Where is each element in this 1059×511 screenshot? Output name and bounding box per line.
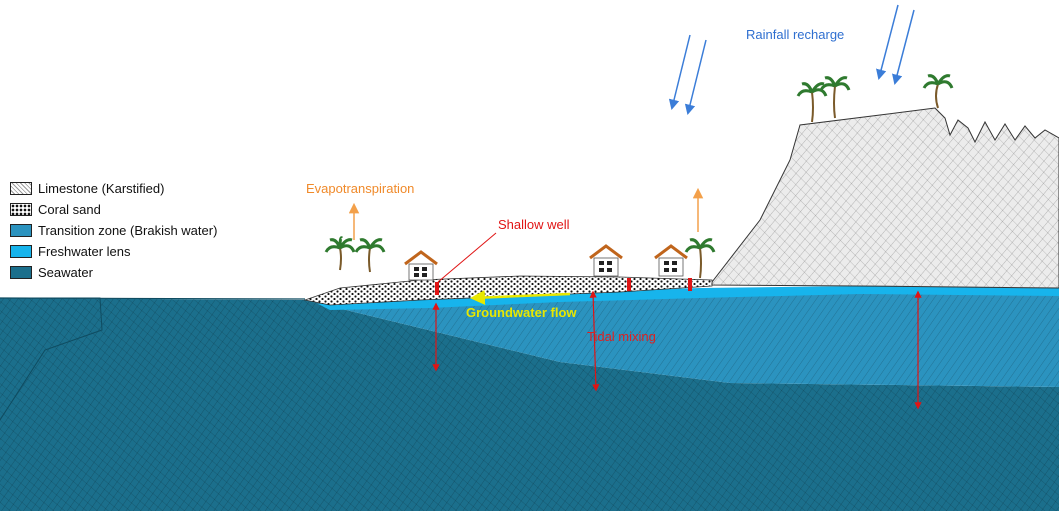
legend-label: Seawater: [38, 265, 93, 280]
rain-arrow: [668, 34, 691, 111]
tidal-mixing-label: Tidal mixing: [587, 329, 656, 344]
coral-sand-swatch: [10, 203, 32, 216]
transition-zone-region: [305, 288, 1059, 387]
transition-zone-swatch: [10, 224, 32, 237]
legend-item-transition-zone: Transition zone (Brakish water): [10, 220, 250, 241]
palm-tree-icon: [819, 76, 851, 119]
legend-label: Coral sand: [38, 202, 101, 217]
groundwater-flow-arrow: [470, 290, 571, 305]
sea-surface-line: [0, 297, 306, 300]
rain-arrow: [684, 39, 707, 116]
shallow-well-marker: [435, 282, 439, 295]
palm-tree-icon: [796, 82, 828, 123]
freshwater-lens-swatch: [10, 245, 32, 258]
legend-item-freshwater-lens: Freshwater lens: [10, 241, 250, 262]
legend-item-limestone: Limestone (Karstified): [10, 178, 250, 199]
shallow-well-marker: [688, 278, 692, 291]
shallow-well-marker: [627, 278, 631, 291]
house-icon: [654, 244, 688, 277]
house-icon: [404, 250, 438, 281]
rain-arrow: [876, 4, 899, 81]
palm-tree-icon: [324, 236, 356, 271]
limestone-swatch: [10, 182, 32, 195]
limestone-region: [711, 107, 1059, 289]
evapotranspiration-arrows: [348, 187, 704, 240]
palm-tree-icon: [922, 74, 954, 109]
shallow-well-markers: [435, 278, 692, 295]
evapotranspiration-label: Evapotranspiration: [306, 181, 415, 196]
rain-arrow: [892, 9, 915, 86]
palm-tree-icon: [354, 238, 386, 273]
tidal-arrow: [589, 290, 600, 392]
shallow-well-pointer: [437, 232, 497, 283]
seawater-swatch: [10, 266, 32, 279]
legend: Limestone (Karstified) Coral sand Transi…: [10, 178, 250, 283]
rainfall-arrows: [668, 4, 915, 116]
groundwater-flow-label: Groundwater flow: [466, 305, 577, 320]
tidal-mixing-arrows: [432, 290, 922, 410]
legend-label: Limestone (Karstified): [38, 181, 165, 196]
house-icon: [589, 244, 623, 277]
legend-item-coral-sand: Coral sand: [10, 199, 250, 220]
palm-tree-icon: [684, 238, 716, 279]
shallow-well-label: Shallow well: [498, 217, 570, 232]
rainfall-recharge-label: Rainfall recharge: [746, 27, 845, 42]
legend-label: Transition zone (Brakish water): [38, 223, 218, 238]
freshwater-lens-region: [318, 286, 1059, 310]
coral-sand-region: [303, 275, 713, 306]
legend-label: Freshwater lens: [38, 244, 131, 259]
seawater-region: [0, 297, 1059, 511]
legend-item-seawater: Seawater: [10, 262, 250, 283]
